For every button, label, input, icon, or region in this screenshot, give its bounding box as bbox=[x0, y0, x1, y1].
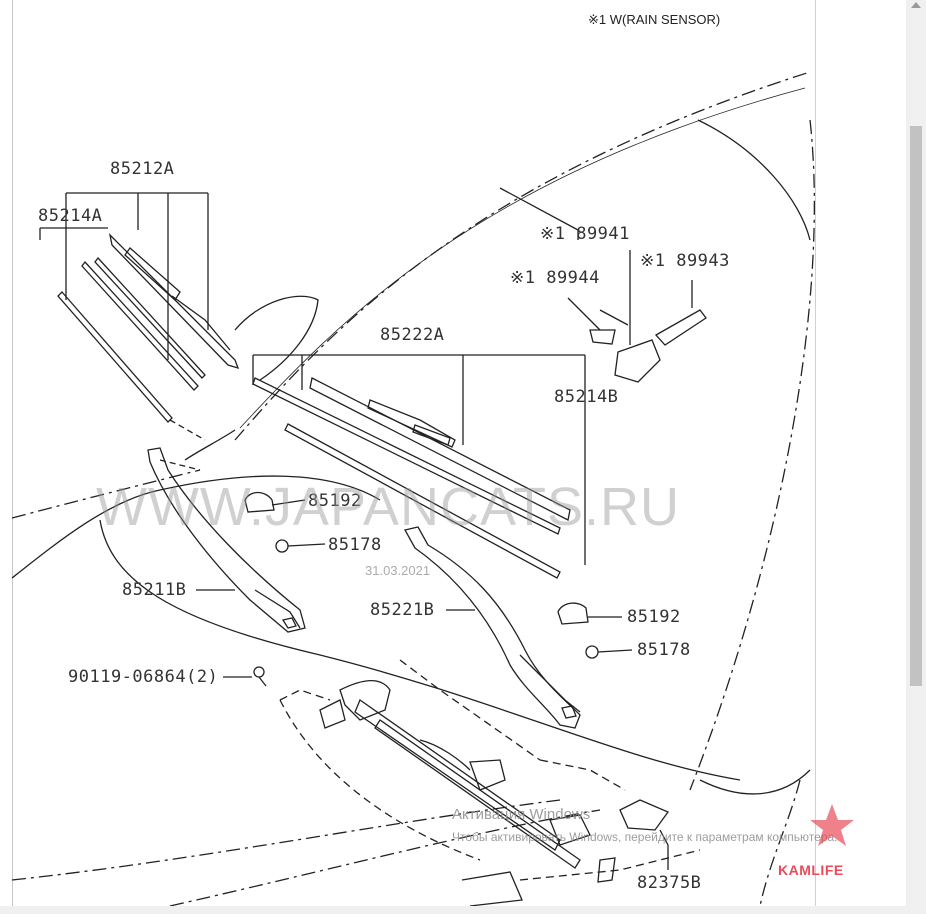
vertical-scrollbar[interactable] bbox=[906, 0, 926, 914]
part-label-85192-left[interactable]: 85192 bbox=[308, 491, 362, 511]
horizontal-scrollbar[interactable] bbox=[0, 906, 906, 914]
part-label-85211b[interactable]: 85211B bbox=[122, 580, 187, 600]
site-watermark: WWW.JAPANCATS.RU bbox=[96, 477, 680, 537]
part-label-85214a[interactable]: 85214A bbox=[38, 206, 103, 226]
part-label-82375b[interactable]: 82375B bbox=[637, 873, 702, 893]
part-label-90119-06864[interactable]: 90119-06864(2) bbox=[68, 667, 219, 687]
part-label-85214b[interactable]: 85214B bbox=[554, 387, 619, 407]
part-label-85178-left[interactable]: 85178 bbox=[328, 535, 382, 555]
part-label-85178-right[interactable]: 85178 bbox=[637, 640, 691, 660]
page-left-border bbox=[12, 0, 13, 914]
scroll-thumb[interactable] bbox=[910, 126, 922, 686]
windshield-top-edge bbox=[234, 71, 811, 441]
kamlife-logo: KAMLIFE bbox=[778, 862, 844, 878]
page-right-border bbox=[815, 0, 816, 914]
watermark-date: 31.03.2021 bbox=[365, 563, 431, 578]
scroll-up-arrow-icon[interactable] bbox=[911, 2, 921, 8]
part-label-89944[interactable]: ※1 89944 bbox=[510, 268, 600, 288]
part-label-85222a[interactable]: 85222A bbox=[380, 325, 445, 345]
activation-title: Активация Windows bbox=[452, 806, 591, 823]
part-label-85192-right[interactable]: 85192 bbox=[627, 607, 681, 627]
star-logo-icon bbox=[810, 804, 854, 846]
part-label-89943[interactable]: ※1 89943 bbox=[640, 251, 730, 271]
part-label-85221b[interactable]: 85221B bbox=[370, 600, 435, 620]
rain-sensor-note: ※1 W(RAIN SENSOR) bbox=[588, 12, 721, 27]
part-label-89941[interactable]: ※1 89941 bbox=[540, 224, 630, 244]
activation-text: Чтобы активировать Windows, перейдите к … bbox=[452, 830, 838, 844]
parts-diagram bbox=[11, 71, 816, 906]
part-label-85212a[interactable]: 85212A bbox=[110, 159, 175, 179]
